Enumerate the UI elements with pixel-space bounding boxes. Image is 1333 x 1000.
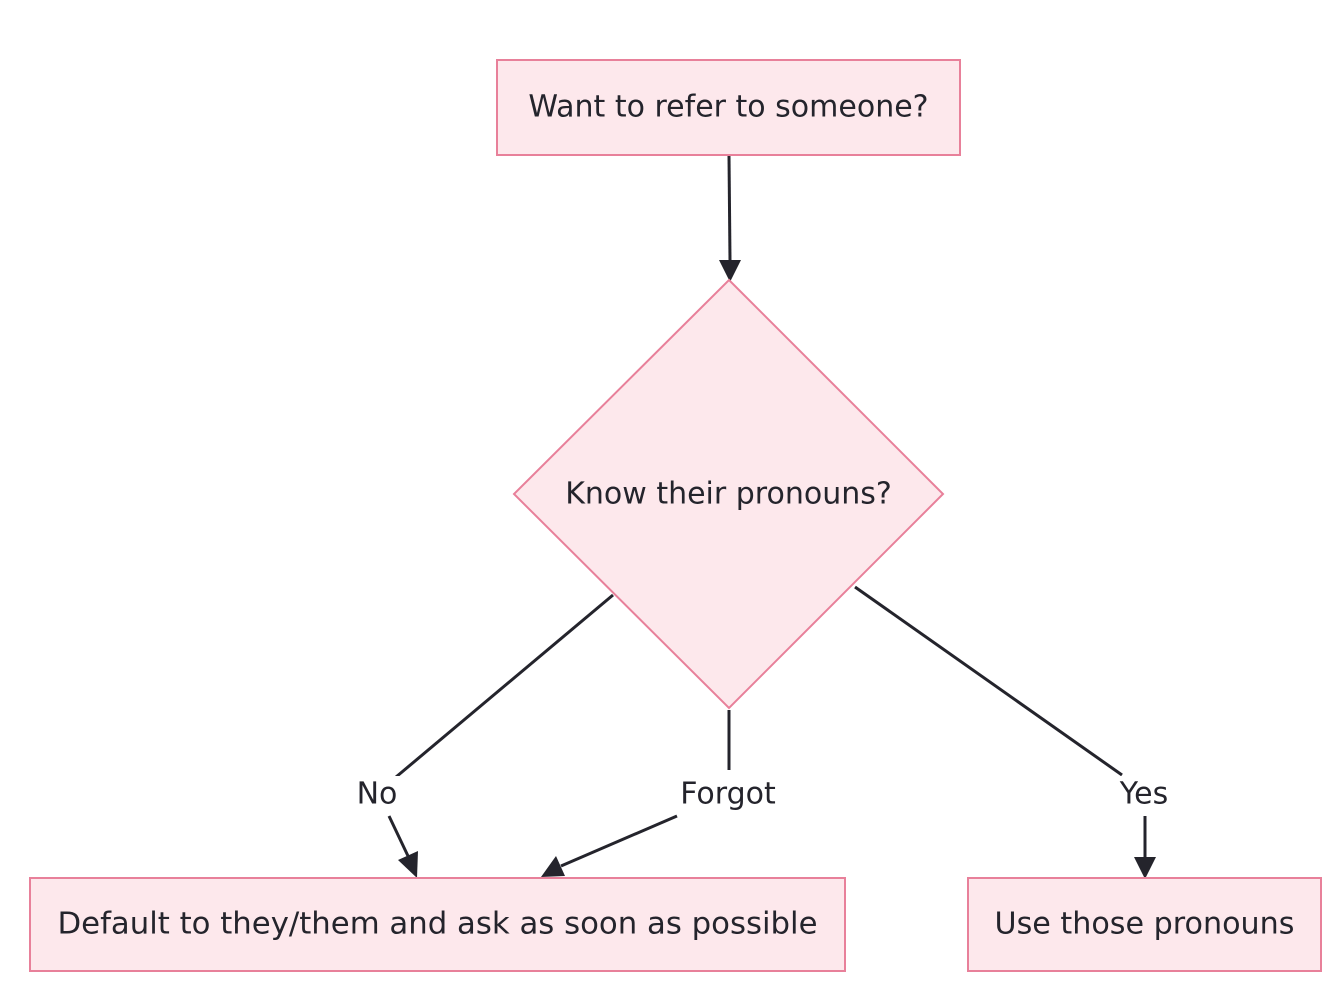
edge-line	[727, 155, 732, 261]
edge-line	[854, 585, 1123, 777]
edge-label-background	[1117, 776, 1172, 814]
default-action-label: Default to they/them and ask as soon as …	[58, 907, 818, 942]
arrowhead-icon	[719, 260, 741, 282]
edge-line	[560, 814, 678, 868]
edge-label-background	[676, 776, 781, 814]
edge-label-background	[354, 776, 400, 814]
start-box	[496, 59, 961, 156]
edge-forgot	[541, 710, 731, 877]
edge-yes	[854, 585, 1156, 879]
node-start: Want to refer to someone?	[496, 59, 961, 156]
edge-label-yes: Yes	[1117, 776, 1172, 814]
start-label: Want to refer to someone?	[528, 90, 928, 125]
decision-label: Know their pronouns?	[565, 477, 892, 512]
edge-label-no: No	[354, 776, 400, 814]
decision-diamond	[512, 278, 945, 710]
edge-label-text: Forgot	[680, 777, 776, 812]
use-pronouns-label: Use those pronouns	[995, 907, 1295, 942]
arrowhead-icon	[541, 856, 565, 877]
arrowhead-icon	[1134, 857, 1156, 879]
edge-start-to-decision	[719, 155, 741, 282]
edge-label-text: No	[357, 777, 398, 812]
edge-no	[387, 593, 614, 878]
edge-line	[395, 593, 614, 779]
node-default-action: Default to they/them and ask as soon as …	[29, 877, 846, 972]
arrowhead-icon	[398, 851, 418, 878]
node-decision: Know their pronouns?	[512, 278, 945, 710]
edge-line	[387, 815, 410, 857]
node-use-pronouns: Use those pronouns	[967, 877, 1322, 972]
edge-label-text: Yes	[1119, 777, 1168, 812]
edge-label-forgot: Forgot	[676, 776, 781, 814]
default-action-box	[29, 877, 846, 972]
use-pronouns-box	[967, 877, 1322, 972]
